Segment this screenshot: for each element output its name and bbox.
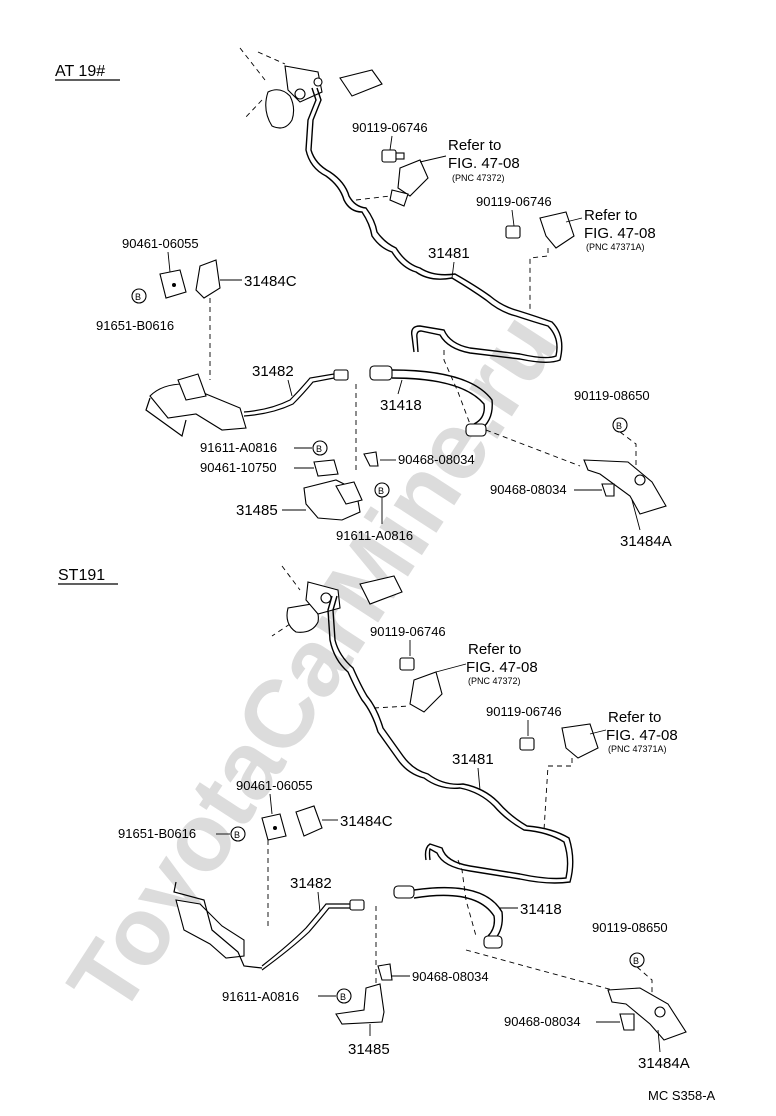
bracket-31484c: 31484C xyxy=(195,259,297,380)
master-cylinder-upper xyxy=(271,565,403,637)
brake-tube-31481 xyxy=(327,595,574,884)
refer-pnc-b: (PNC 47371A) xyxy=(586,242,645,252)
bolt-90119-06746-a: 90119-06746 xyxy=(370,624,467,713)
hose-31418: 31418 xyxy=(355,350,581,470)
label-nut-b: 91611-A0816 xyxy=(336,528,413,543)
brake-tube-31482: 31482 xyxy=(173,875,365,971)
label-clip-mid: 90461-10750 xyxy=(200,460,277,475)
label-clip-top: 90461-06055 xyxy=(236,778,313,793)
brake-tube-31482: 31482 xyxy=(145,363,349,438)
refer-text-a: Refer to xyxy=(468,641,521,658)
bolt-91651-b0616: 91651-B0616 B xyxy=(118,826,246,842)
label-31484c: 31484C xyxy=(340,813,393,830)
refer-text-b: Refer to xyxy=(584,207,637,224)
bolt-90119-06746-b: 90119-06746 xyxy=(486,704,607,831)
nut-91611-a0816-a: 91611-A0816 B xyxy=(222,988,352,1004)
label-bolt-d: 90119-08650 xyxy=(592,920,668,935)
label-31482: 31482 xyxy=(252,363,294,380)
refer-text-b: Refer to xyxy=(608,709,661,726)
label-clip-e: 90468-08034 xyxy=(412,969,489,984)
refer-fig-a: FIG. 47-08 xyxy=(466,659,538,676)
label-bolt-b: 90119-06746 xyxy=(486,704,562,719)
bolt-91651-b0616: B 91651-B0616 xyxy=(96,288,174,333)
clip-90461-06055: 90461-06055 xyxy=(236,778,313,930)
label-bolt-c: 91651-B0616 xyxy=(118,826,196,841)
b-mark-1: B xyxy=(234,830,240,840)
label-31485: 31485 xyxy=(236,502,278,519)
label-bolt-a: 90119-06746 xyxy=(352,120,428,135)
label-clip-f: 90468-08034 xyxy=(504,1014,581,1029)
refer-text-a: Refer to xyxy=(448,137,501,154)
label-clip-top: 90461-06055 xyxy=(122,236,199,251)
bolt-90119-08650: 90119-08650 B xyxy=(574,388,650,468)
label-31484c: 31484C xyxy=(244,273,297,290)
master-cylinder-upper xyxy=(239,47,383,129)
label-bolt-c: 91651-B0616 xyxy=(96,318,174,333)
b-mark-3: B xyxy=(316,444,322,454)
b-mark-2: B xyxy=(633,956,639,966)
label-31482: 31482 xyxy=(290,875,332,892)
section-st191: ST191 31481 90119-06746 Refer to FIG. 47 xyxy=(58,565,690,1072)
clip-90468-08034-left: 90468-08034 xyxy=(377,963,489,984)
label-31481: 31481 xyxy=(428,245,470,262)
bolt-90119-06746-b: 90119-06746 xyxy=(476,194,583,312)
nut-91611-a0816-b: B 91611-A0816 xyxy=(336,482,413,543)
label-31485: 31485 xyxy=(348,1041,390,1058)
label-nut-a: 91611-A0816 xyxy=(222,989,299,1004)
clip-90461-10750: 90461-10750 xyxy=(200,459,339,477)
refer-pnc-b: (PNC 47371A) xyxy=(608,744,667,754)
bracket-31485: 31485 xyxy=(335,983,390,1058)
refer-fig-b: FIG. 47-08 xyxy=(584,225,656,242)
label-clip-f: 90468-08034 xyxy=(490,482,567,497)
label-bolt-d: 90119-08650 xyxy=(574,388,650,403)
bracket-31484c: 31484C xyxy=(295,805,393,837)
label-nut-a: 91611-A0816 xyxy=(200,440,277,455)
label-clip-e: 90468-08034 xyxy=(398,452,475,467)
b-mark-2: B xyxy=(616,421,622,431)
label-31418: 31418 xyxy=(380,397,422,414)
bracket-31485: 31485 xyxy=(236,479,363,521)
section-title: ST191 xyxy=(58,567,105,584)
b-mark-1: B xyxy=(135,292,141,302)
label-31484a: 31484A xyxy=(620,533,672,550)
bracket-31484a: 31484A xyxy=(583,459,672,550)
bolt-90119-08650: 90119-08650 B xyxy=(592,920,668,1002)
b-mark-3: B xyxy=(340,992,346,1002)
nut-91611-a0816-a: 91611-A0816 B xyxy=(200,440,328,456)
label-bolt-b: 90119-06746 xyxy=(476,194,552,209)
bracket-31484a: 31484A xyxy=(607,987,690,1072)
section-title: AT 19# xyxy=(55,63,105,80)
label-31484a: 31484A xyxy=(638,1055,690,1072)
refer-fig-b: FIG. 47-08 xyxy=(606,727,678,744)
hose-31418: 31418 xyxy=(375,859,621,1000)
label-31481: 31481 xyxy=(452,751,494,768)
refer-pnc-a: (PNC 47372) xyxy=(452,173,505,183)
refer-pnc-a: (PNC 47372) xyxy=(468,676,521,686)
label-31418: 31418 xyxy=(520,901,562,918)
clip-90461-06055: 90461-06055 xyxy=(122,236,199,299)
label-bolt-a: 90119-06746 xyxy=(370,624,446,639)
section-at19: AT 19# 31481 90119-06746 xyxy=(55,47,672,550)
figure-code: MC S358-A xyxy=(648,1088,716,1103)
bolt-90119-06746-a: 90119-06746 xyxy=(352,120,447,207)
b-mark-4: B xyxy=(378,486,384,496)
clip-90468-08034-right: 90468-08034 xyxy=(504,1013,635,1031)
refer-fig-a: FIG. 47-08 xyxy=(448,155,520,172)
clip-90468-08034-right: 90468-08034 xyxy=(490,482,615,497)
clip-90468-08034-left: 90468-08034 xyxy=(363,451,475,467)
